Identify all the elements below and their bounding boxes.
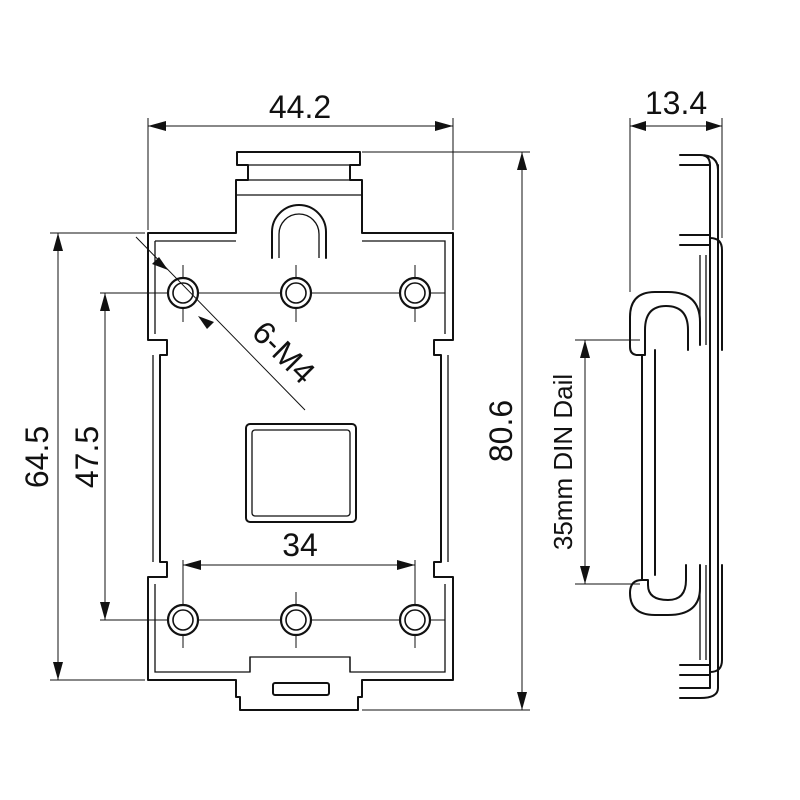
label-top-width: 44.2 [269,89,331,125]
side-lower-tab [679,564,723,676]
front-view [100,151,454,711]
dim-top-width-line [147,118,454,230]
dim-hole-spacing-arrow-left [183,560,201,570]
hole-top-right-inner [404,282,426,304]
dim-top-width-arrow-right [435,121,453,131]
top-slot-inner [278,213,320,258]
dim-left-outer-line [50,232,145,681]
dim-left-inner-arrow-top [100,293,110,311]
dim-side-width-arrow-right [706,121,722,131]
hole-top-mid-inner [285,282,307,304]
plate-outline [147,151,454,711]
hole-bot-mid-inner [285,609,307,631]
top-tab-detail [236,164,362,196]
dim-left-outer-arrow-bottom [53,662,63,680]
dim-hole-callout-arrow-2 [198,316,214,329]
hole-bot-left-inner [172,609,194,631]
dim-hole-callout-arrow-1 [152,257,168,270]
top-slot [271,204,327,259]
label-hole-spacing: 34 [282,527,318,563]
dim-rail-arrow-top [580,340,590,358]
dim-top-width-arrow-left [148,121,166,131]
label-side-width: 13.4 [645,85,707,121]
dim-overall-height-arrow-top [517,152,527,170]
center-window [245,423,357,523]
side-upper-hook [629,291,701,356]
label-left-inner: 47.5 [69,426,105,488]
dim-rail-arrow-bottom [580,566,590,584]
side-upper-tab [679,234,723,351]
dim-overall-height-arrow-bottom [517,692,527,710]
hole-bot-right-inner [404,609,426,631]
dimension-lines [50,118,530,711]
side-view [575,118,723,699]
center-window-inner [251,429,351,517]
label-overall-height: 80.6 [483,400,519,462]
dim-hole-spacing-arrow-right [397,560,415,570]
dim-left-outer-arrow-top [53,233,63,251]
side-walls [152,355,449,562]
bottom-slot [272,682,330,696]
dim-side-width-line [629,118,723,292]
side-back-plate [679,154,719,699]
hole-top-left-inner [172,282,194,304]
plate-inner-line [154,240,446,673]
label-left-outer: 64.5 [19,426,55,488]
dim-rail-line [575,339,640,585]
dim-left-inner-arrow-bottom [100,602,110,620]
dim-side-width-arrow-left [630,121,646,131]
side-rail-body [641,349,656,581]
side-lower-hook [629,564,701,616]
mounting-holes [166,276,432,637]
label-rail: 35mm DIN Dail [548,374,578,550]
label-hole-callout: 6-M4 [245,314,322,391]
dim-overall-height-line [362,151,530,711]
bottom-tab [249,657,351,672]
dim-hole-spacing-line [182,560,416,600]
